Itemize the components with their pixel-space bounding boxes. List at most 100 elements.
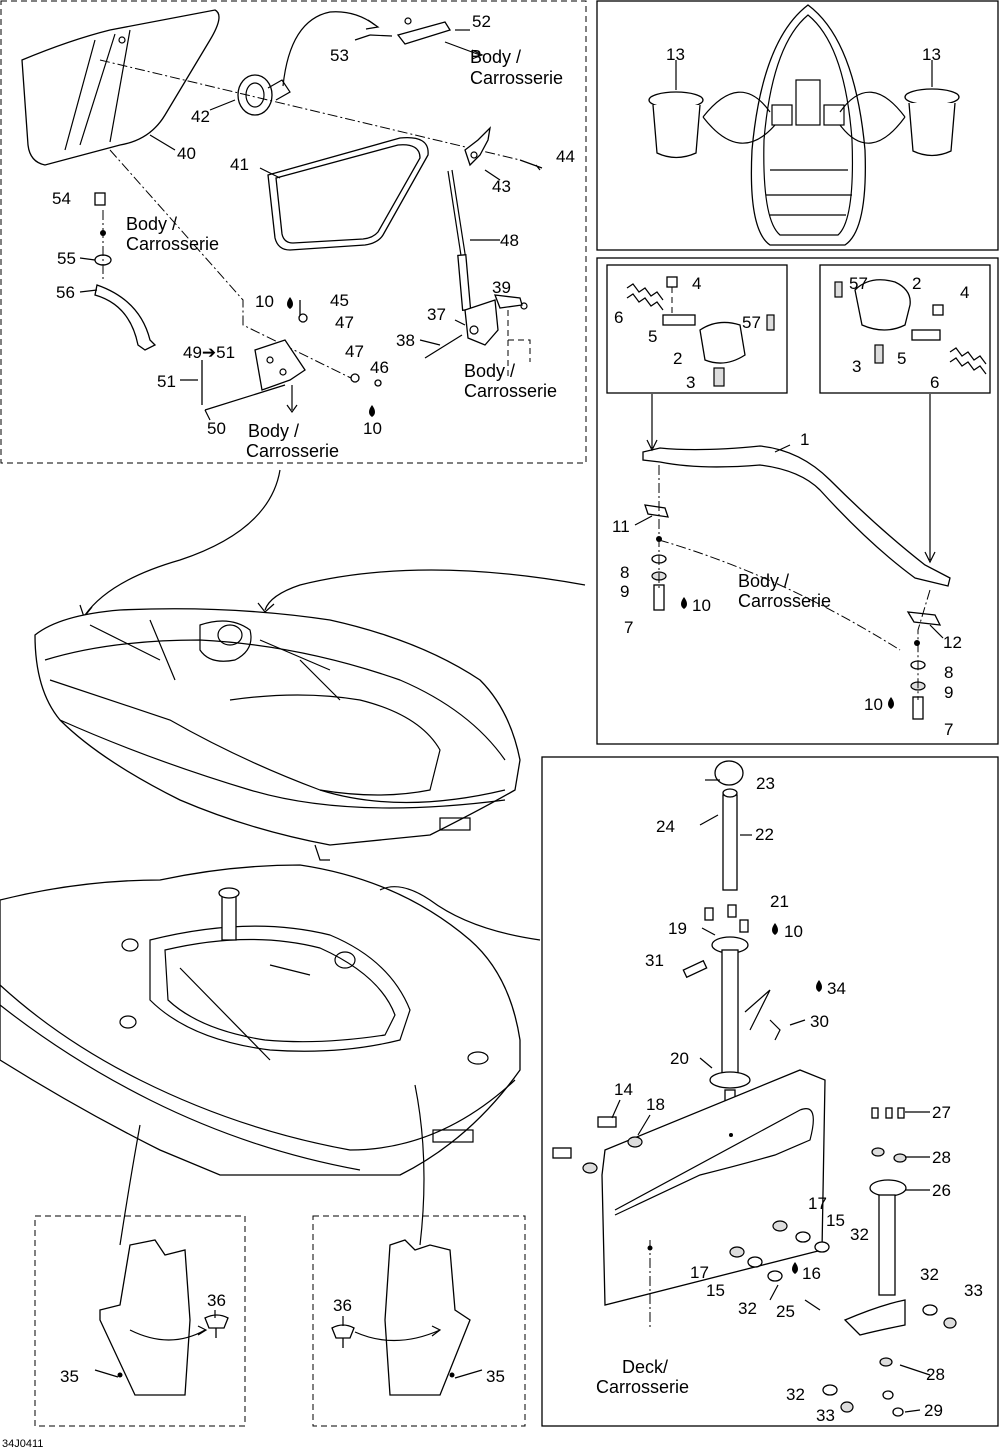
label-32: 32 [850,1225,869,1244]
label-31: 31 [645,951,664,970]
hinge-assembly [201,300,382,414]
label-23: 23 [756,774,775,793]
inset-handle-rear [819,264,991,394]
label-16: 16 [802,1264,821,1283]
panel-link-line [84,469,281,616]
leader-line [507,310,531,380]
label-15: 15 [826,1211,845,1230]
label-5: 5 [648,327,657,346]
label-2: 2 [673,349,682,368]
leader-lines [79,29,944,1413]
storage-lid [21,9,220,166]
label-42: 42 [191,107,210,126]
label-7: 7 [624,618,633,637]
label-47: 47 [345,342,364,361]
body-callout-line1: Body / [464,361,515,381]
hatch-gasket [267,136,429,251]
label-34: 34 [827,979,846,998]
label-11: 11 [612,517,630,536]
label-18: 18 [646,1095,665,1114]
cupholder-right [904,88,960,157]
label-24: 24 [656,817,675,836]
label-41: 41 [230,155,249,174]
label-10: 10 [784,922,803,941]
label-22: 22 [755,825,774,844]
label-36: 36 [333,1296,352,1315]
post-plate-right [843,1107,907,1417]
label-32: 32 [738,1299,757,1318]
label-17: 17 [690,1263,709,1282]
label-28: 28 [926,1365,945,1384]
deck-callout-line2: Carrosserie [596,1377,689,1397]
boat-isometric [34,608,521,861]
label-57: 57 [849,274,868,293]
gas-spring [447,169,472,311]
inset-handle-front [606,264,788,394]
axis-line [109,149,356,381]
bracket-left [99,1239,229,1396]
spring-front [626,283,664,311]
label-44: 44 [556,147,575,166]
leader-line [702,91,776,144]
arrow-icon [471,49,484,60]
label-30: 30 [810,1012,829,1031]
sealant-drop-icon [287,297,894,1274]
axis-line [658,539,901,651]
bracket-right [331,1239,471,1396]
body-callout-line1: Body / [470,47,521,67]
washers-mid [729,1220,957,1413]
body-callout-line2: Carrosserie [126,234,219,254]
label-21: 21 [770,892,789,911]
label-1: 1 [800,430,809,449]
label-54: 54 [52,189,71,208]
leader-line [839,91,906,144]
body-callout-line1: Body / [248,421,299,441]
label-36: 36 [207,1291,226,1310]
label-37: 37 [427,305,446,324]
label-43: 43 [492,177,511,196]
label-14: 14 [614,1080,633,1099]
cupholder-left [648,91,704,159]
label-49-51: 49➔51 [183,343,235,362]
label-35: 35 [60,1367,79,1386]
fasteners-front [644,504,669,611]
panel-grab-handle [596,257,999,745]
label-29: 29 [924,1401,943,1420]
label-19: 19 [668,919,687,938]
arrow-icon [924,394,936,564]
label-48: 48 [500,231,519,250]
label-20: 20 [670,1049,689,1068]
label-33: 33 [964,1281,983,1300]
label-6: 6 [614,308,623,327]
hinge-arrow [282,11,376,87]
label-57: 57 [742,313,761,332]
label-8: 8 [620,563,629,582]
label-25: 25 [776,1302,795,1321]
label-6: 6 [930,373,939,392]
label-15: 15 [706,1281,725,1300]
body-callout-line1: Body / [126,214,177,234]
panel-link-line [379,886,541,941]
label-38: 38 [396,331,415,350]
label-10: 10 [864,695,883,714]
diagram-code: 34J0411 [2,1438,43,1450]
grab-handle [642,445,951,587]
label-8: 8 [944,663,953,682]
label-28: 28 [932,1148,951,1167]
panel-bracket-right [312,1215,526,1427]
panel-link-line [414,1084,425,1246]
panel-link-line [264,569,586,611]
label-9: 9 [944,683,953,702]
latch-plate [369,17,451,45]
label-47: 47 [335,313,354,332]
label-10: 10 [363,419,382,438]
leader-line [699,814,719,826]
label-39: 39 [492,278,511,297]
label-26: 26 [932,1181,951,1200]
body-callout-line2: Carrosserie [464,381,557,401]
panel-cupholders [596,0,999,251]
label-13: 13 [922,45,941,64]
label-4: 4 [960,283,969,302]
post-assembly [682,760,781,1141]
label-3: 3 [852,357,861,376]
